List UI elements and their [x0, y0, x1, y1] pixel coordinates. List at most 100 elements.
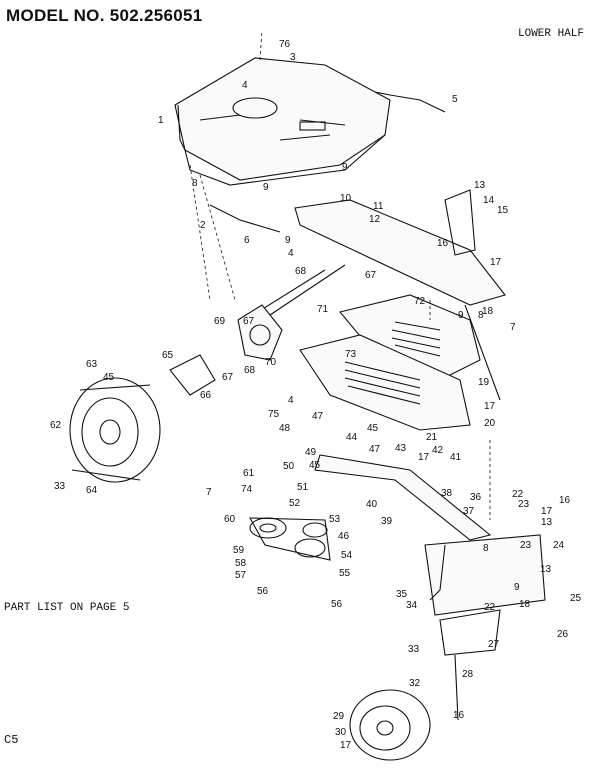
callout-number: 1: [158, 115, 164, 126]
callout-number: 39: [381, 516, 393, 527]
callout-number: 66: [200, 390, 212, 401]
callout-number: 71: [317, 304, 329, 315]
callout-number: 47: [369, 444, 381, 455]
callout-number: 50: [283, 461, 295, 472]
callout-number: 68: [244, 365, 256, 376]
callout-number: 22: [484, 602, 496, 613]
callout-number: 33: [408, 644, 420, 655]
callout-number: 15: [497, 205, 509, 216]
callout-number: 4: [242, 80, 248, 91]
callout-number: 16: [453, 710, 465, 721]
callout-number: 8: [478, 310, 484, 321]
callout-number: 17: [490, 257, 502, 268]
callout-number: 70: [265, 357, 277, 368]
callout-number: 37: [463, 506, 475, 517]
callout-number: 22: [512, 489, 524, 500]
callout-number: 30: [335, 727, 347, 738]
callout-number: 32: [409, 678, 421, 689]
section-label: LOWER HALF: [518, 28, 585, 40]
callout-number: 48: [279, 423, 291, 434]
callout-number: 65: [162, 350, 174, 361]
callout-number: 67: [243, 316, 255, 327]
callout-number: 24: [553, 540, 565, 551]
callout-number: 23: [518, 499, 530, 510]
callout-number: 27: [488, 639, 500, 650]
callout-number: 29: [333, 711, 345, 722]
callout-number: 57: [235, 570, 247, 581]
callout-number: 8: [483, 543, 489, 554]
callout-number: 35: [396, 589, 408, 600]
callout-number: 53: [329, 514, 341, 525]
pulley-assembly: [249, 517, 331, 561]
callout-number: 13: [540, 564, 552, 575]
callout-number: 28: [462, 669, 474, 680]
callout-number: 62: [50, 420, 62, 431]
callout-number: 63: [86, 359, 98, 370]
callout-number: 17: [340, 740, 352, 751]
callout-number: 67: [365, 270, 377, 281]
callout-number: 20: [484, 418, 496, 429]
callout-number: 3: [290, 52, 296, 63]
belt-guide-lower: [299, 334, 471, 431]
page-code: C5: [4, 733, 19, 747]
callout-number: 54: [341, 550, 353, 561]
chassis-deck: [174, 57, 391, 186]
axle-bracket: [169, 354, 216, 396]
callout-number: 9: [263, 182, 269, 193]
callout-number: 18: [519, 599, 531, 610]
callout-number: 7: [206, 487, 212, 498]
callout-number: 11: [373, 201, 384, 212]
callout-number: 21: [426, 432, 438, 443]
callout-number: 17: [418, 452, 430, 463]
callout-number: 16: [437, 238, 449, 249]
callout-number: 73: [345, 349, 357, 360]
callout-number: 5: [452, 94, 458, 105]
callout-number: 55: [339, 568, 351, 579]
callout-number: 19: [478, 377, 490, 388]
callout-number: 56: [331, 599, 343, 610]
callout-number: 33: [54, 481, 66, 492]
callout-number: 45: [367, 423, 379, 434]
callout-number: 74: [241, 484, 253, 495]
callout-number: 43: [395, 443, 407, 454]
callout-number: 10: [340, 193, 352, 204]
callout-number: 45: [103, 372, 115, 383]
callout-number: 42: [432, 445, 444, 456]
callout-number: 13: [474, 180, 486, 191]
callout-number: 9: [285, 235, 291, 246]
callout-number: 12: [369, 214, 381, 225]
callout-number: 14: [483, 195, 495, 206]
callout-number: 25: [570, 593, 582, 604]
callout-number: 75: [268, 409, 280, 420]
callout-number: 16: [559, 495, 571, 506]
rear-wheel: [69, 377, 161, 483]
callout-number: 34: [406, 600, 418, 611]
callout-number: 6: [244, 235, 250, 246]
callout-number: 60: [224, 514, 236, 525]
bracket: [444, 189, 476, 256]
callout-number: 45: [309, 460, 321, 471]
front-wheel: [349, 689, 431, 761]
callout-number: 9: [514, 582, 520, 593]
callout-number: 76: [279, 39, 291, 50]
callout-number: 23: [520, 540, 532, 551]
callout-number: 38: [441, 488, 453, 499]
callout-number: 17: [484, 401, 496, 412]
part-list-note: PART LIST ON PAGE 5: [4, 602, 130, 614]
lower-linkage: [314, 454, 492, 541]
callout-number: 26: [557, 629, 569, 640]
callout-number: 52: [289, 498, 301, 509]
callout-number: 40: [366, 499, 378, 510]
callout-number: 36: [470, 492, 482, 503]
callout-number: 4: [288, 248, 294, 259]
callout-number: 41: [450, 452, 462, 463]
callout-number: 64: [86, 485, 98, 496]
callout-number: 58: [235, 558, 247, 569]
callout-number: 72: [414, 296, 426, 307]
callout-number: 2: [200, 220, 206, 231]
callout-number: 67: [222, 372, 234, 383]
callout-number: 59: [233, 545, 245, 556]
shift-lever: [374, 91, 446, 113]
